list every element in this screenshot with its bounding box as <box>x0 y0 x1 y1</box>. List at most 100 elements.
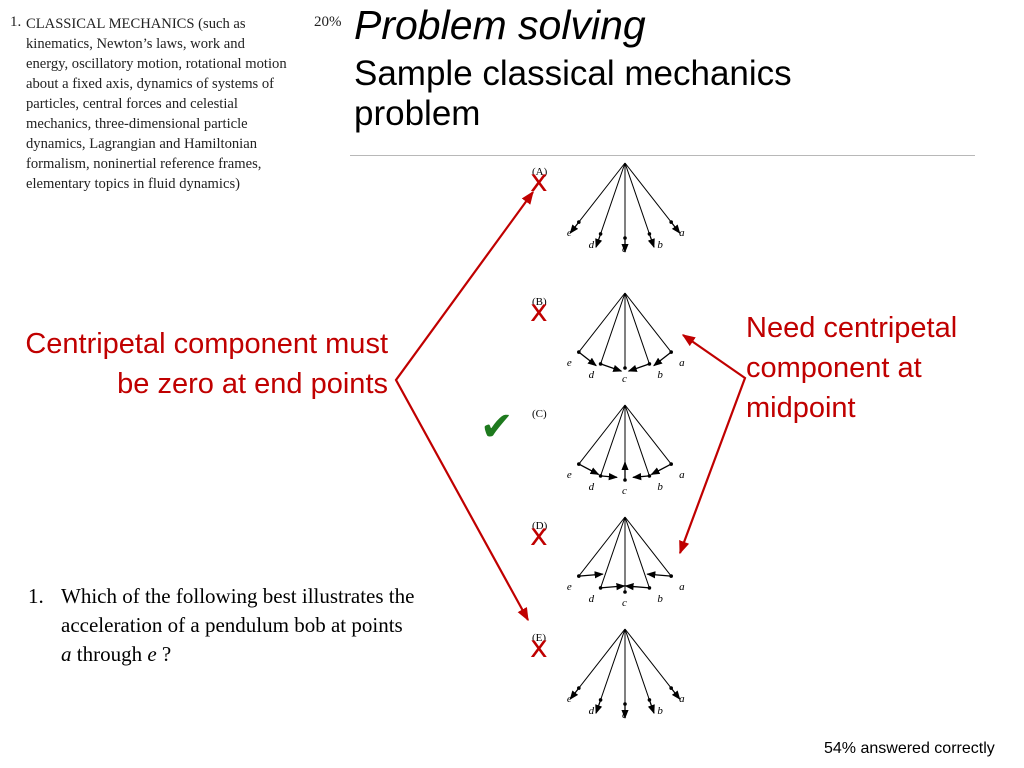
point-label-d: d <box>589 705 595 717</box>
check-icon: ✔ <box>480 404 514 450</box>
point-label-d: d <box>589 593 595 605</box>
bob-point <box>669 350 673 354</box>
pendulum-string <box>578 516 626 577</box>
acceleration-arrow <box>600 582 626 591</box>
point-label-d: d <box>589 239 595 251</box>
pendulum-string <box>600 162 626 235</box>
pendulum-string <box>624 292 650 365</box>
acceleration-arrow <box>595 699 603 715</box>
bob-point <box>623 702 627 706</box>
question-through: through <box>76 642 143 666</box>
pendulum-string <box>600 404 626 477</box>
bob-point <box>623 478 627 482</box>
point-label-e: e <box>567 581 572 593</box>
bob-point <box>577 350 581 354</box>
pendulum-string <box>624 628 672 689</box>
bob-point <box>598 232 603 236</box>
topic-number: 1. <box>10 14 22 30</box>
point-label-a: a <box>679 693 685 705</box>
point-label-a: a <box>679 357 685 369</box>
pendulum-string <box>624 162 650 235</box>
topic-text: CLASSICAL MECHANICS (such as kinematics,… <box>26 16 287 192</box>
slide-title: Problem solving <box>354 2 646 48</box>
bob-point <box>623 366 627 370</box>
bob-point <box>647 474 652 478</box>
wrong-mark: x <box>530 630 548 665</box>
acceleration-arrow <box>647 699 655 715</box>
left-annotation: Centripetal component must be zero at en… <box>25 328 388 400</box>
bob-point <box>647 362 652 366</box>
question-text: Which of the following best illustrates … <box>61 582 501 669</box>
question-var-a: a <box>61 642 72 666</box>
bob-point <box>598 362 603 366</box>
choice-label: (A) <box>532 166 548 178</box>
acceleration-arrow <box>670 221 681 234</box>
pendulum-string <box>624 516 650 589</box>
pendulum-string <box>578 628 626 689</box>
bob-point <box>647 586 652 590</box>
acceleration-arrow <box>578 571 604 579</box>
pendulum-string <box>624 516 672 577</box>
acceleration-arrow <box>578 463 600 476</box>
bob-point <box>577 686 581 690</box>
bob-point <box>598 474 603 478</box>
pendulum-string <box>624 292 672 353</box>
title-divider <box>350 155 975 156</box>
point-label-b: b <box>657 369 663 381</box>
bob-point <box>577 220 581 224</box>
choice-label: (E) <box>532 632 546 644</box>
acceleration-arrow <box>578 351 597 367</box>
bob-point <box>577 574 581 578</box>
acceleration-arrow <box>569 687 580 700</box>
bob-point <box>577 462 581 466</box>
point-label-b: b <box>657 239 663 251</box>
pendulum-string <box>624 162 672 223</box>
bob-point <box>669 462 673 466</box>
point-label-d: d <box>589 481 595 493</box>
point-label-c: c <box>622 485 627 497</box>
left-bracket-arrow <box>394 190 534 622</box>
bob-point <box>623 236 627 240</box>
bob-point <box>669 574 673 578</box>
acceleration-arrow <box>627 363 650 372</box>
choice-label: (B) <box>532 296 547 308</box>
pendulum-string <box>624 404 650 477</box>
bob-point <box>623 590 627 594</box>
question-number: 1. <box>28 584 44 608</box>
point-label-c: c <box>622 243 627 255</box>
acceleration-arrow <box>600 473 618 481</box>
acceleration-arrow <box>624 582 650 591</box>
right-annotation: Need centripetal component at midpoint <box>746 312 958 424</box>
wrong-mark: x <box>530 294 548 329</box>
answer-statistic: 54% answered correctly <box>824 740 995 757</box>
acceleration-arrow <box>653 351 672 367</box>
slide-subtitle: Sample classical mechanics problem <box>354 54 792 133</box>
bob-point <box>647 232 652 236</box>
pendulum-string <box>578 292 626 353</box>
acceleration-arrow <box>569 221 580 234</box>
pendulum-string <box>600 628 626 701</box>
point-label-a: a <box>679 227 685 239</box>
point-label-c: c <box>622 373 627 385</box>
bob-point <box>669 686 673 690</box>
choice-label: (C) <box>532 408 547 420</box>
point-label-e: e <box>567 357 572 369</box>
point-label-c: c <box>622 597 627 609</box>
question-stem: Which of the following best illustrates … <box>61 584 415 637</box>
acceleration-arrow <box>600 363 623 372</box>
acceleration-arrow <box>595 233 603 249</box>
acceleration-arrow <box>670 687 681 700</box>
choice-label: (D) <box>532 520 548 532</box>
acceleration-arrow <box>646 571 672 579</box>
bob-point <box>669 220 673 224</box>
topic-percent: 20% <box>314 14 342 30</box>
pendulum-string <box>600 516 626 589</box>
bob-point <box>598 586 603 590</box>
pendulum-string <box>624 404 672 465</box>
question-mark: ? <box>161 642 172 666</box>
acceleration-arrow <box>632 473 650 481</box>
point-label-b: b <box>657 481 663 493</box>
